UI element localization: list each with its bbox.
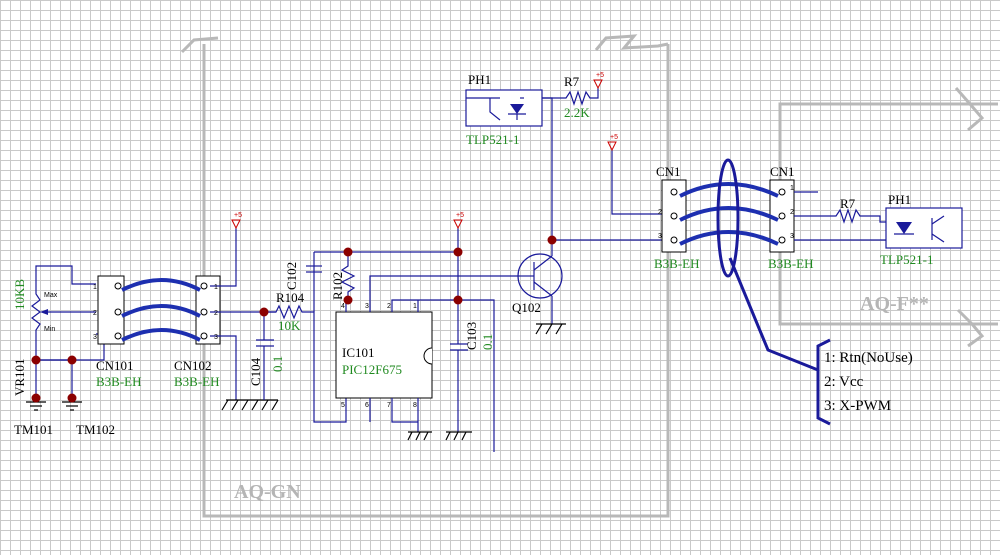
value-tlp-right: TLP521-1: [880, 252, 933, 267]
cable-cn101-cn102: [121, 278, 201, 342]
ground-cn102: [221, 399, 279, 411]
label-ph1-right: PH1: [888, 192, 911, 207]
label-vr101: VR101: [12, 358, 27, 396]
label-ph1-top: PH1: [468, 72, 491, 87]
label-min: Min: [44, 326, 55, 333]
pin-number: 6: [365, 402, 369, 409]
ic101-pic12f675: [335, 275, 520, 441]
legend-line-3: 3: X-PWM: [824, 398, 891, 414]
label-c103: C103: [464, 322, 479, 350]
pin-number: 1: [93, 284, 97, 291]
connector-cn102: [195, 275, 221, 345]
connector-cn101: [97, 275, 125, 345]
wire-gnd-cn102: [210, 335, 237, 400]
value-r104: 10K: [278, 318, 301, 333]
pin-number: 8: [413, 402, 417, 409]
power-symbols: +5 +5 +5 +5: [231, 72, 618, 230]
cable-cn1: [679, 158, 819, 372]
pin-number: 5: [341, 402, 345, 409]
label-tm101: TM101: [14, 422, 53, 437]
label-r102: R102: [330, 272, 345, 300]
capacitor-c103: [445, 228, 495, 452]
label-q102: Q102: [512, 300, 541, 315]
label-c104: C104: [248, 357, 263, 386]
label-board-aq-gn: AQ-GN: [234, 481, 301, 503]
label-cn1-left: CN1: [656, 164, 681, 179]
label-cn101: CN101: [96, 358, 134, 373]
label-cn102: CN102: [174, 358, 212, 373]
junction-dots: [31, 235, 557, 403]
value-vr101: 10KB: [12, 279, 27, 310]
value-b3b-cn101: B3B-EH: [96, 374, 142, 389]
pin-legend-bracket: [816, 338, 831, 426]
value-c103: 0.1: [480, 334, 495, 350]
transistor-q102: [517, 240, 566, 335]
pin-number: 3: [93, 334, 97, 341]
optocoupler-ph1-right: [885, 207, 963, 249]
label-board-aq-f: AQ-F**: [860, 293, 929, 315]
capacitor-c104: [256, 312, 274, 400]
resistor-r102: [340, 252, 356, 300]
pin-number: 2: [93, 310, 97, 317]
value-ic101-part: PIC12F675: [342, 362, 402, 377]
pin-number: 3: [214, 334, 218, 341]
pin-number: 2: [214, 310, 218, 317]
value-tlp-top: TLP521-1: [466, 132, 519, 147]
label-c102: C102: [284, 262, 299, 290]
pin-number: 4: [341, 303, 345, 310]
pin-number: 2: [387, 303, 391, 310]
pin-number: 3: [658, 233, 662, 240]
power-label-cn102: +5: [234, 212, 242, 219]
resistor-r104: [264, 304, 347, 423]
pin-number: 1: [214, 284, 218, 291]
resistor-r7-right: [794, 208, 890, 224]
power-label-ic101: +5: [456, 212, 464, 219]
label-r7-right: R7: [840, 196, 856, 211]
pin-number: 3: [790, 233, 794, 240]
label-ic101: IC101: [342, 345, 375, 360]
capacitor-c102: [306, 251, 458, 312]
optocoupler-ph1-top: [465, 88, 599, 240]
legend-line-1: 1: Rtn(NoUse): [824, 350, 913, 366]
value-b3b-cn1-left: B3B-EH: [654, 256, 700, 271]
pin-number: 1: [790, 185, 794, 192]
wire-vcc-cn102: [210, 228, 237, 287]
value-b3b-cn102: B3B-EH: [174, 374, 220, 389]
pin-number: 1: [413, 303, 417, 310]
label-r7-top: R7: [564, 74, 580, 89]
value-b3b-cn1-right: B3B-EH: [768, 256, 814, 271]
legend-line-2: 2: Vcc: [824, 374, 864, 390]
power-label-r7: +5: [596, 72, 604, 79]
value-r7-top: 2.2K: [564, 105, 590, 120]
label-tm102: TM102: [76, 422, 115, 437]
pin-number: 7: [387, 402, 391, 409]
label-cn1-right: CN1: [770, 164, 795, 179]
power-label-cn1: +5: [610, 134, 618, 141]
connector-cn1-left: [661, 179, 687, 253]
wire-vcc-cn1: [611, 150, 662, 215]
label-max: Max: [44, 292, 58, 299]
pin-number: 2: [790, 209, 794, 216]
label-r104: R104: [276, 290, 305, 305]
value-c104: 0.1: [270, 356, 285, 372]
pin-number: 3: [365, 303, 369, 310]
pin-numbers: 1 2 3 1 2 3 4 3 2 1 5 6 7 8 2 3 1 2 3: [93, 185, 794, 409]
pin-number: 2: [658, 209, 662, 216]
